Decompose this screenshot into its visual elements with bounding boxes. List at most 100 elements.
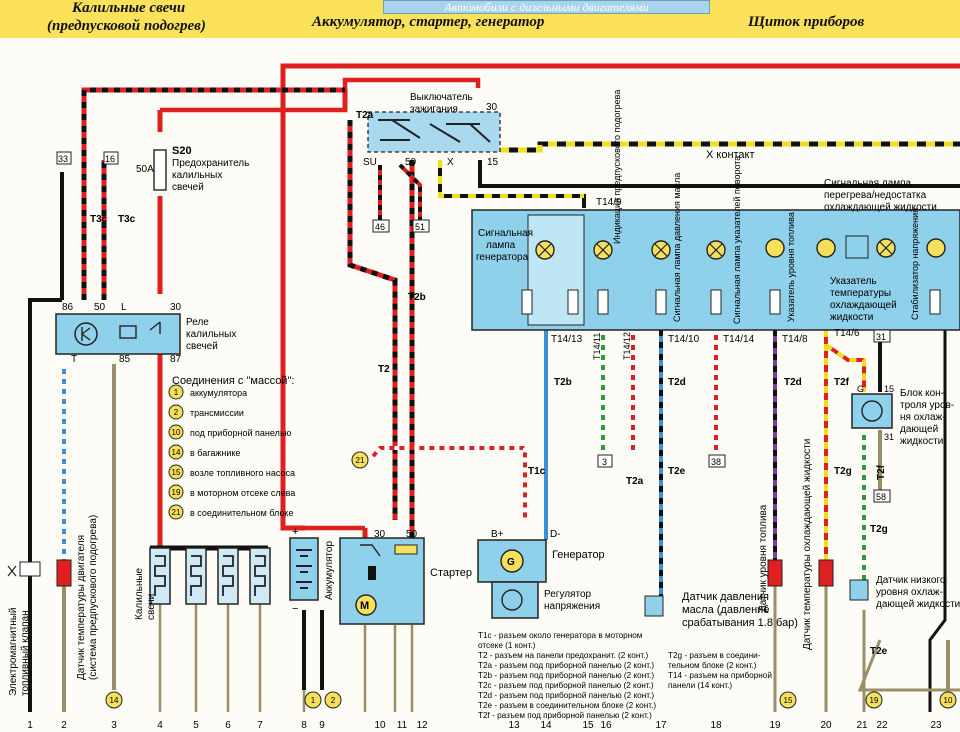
column-number: 5: [193, 720, 199, 731]
svg-text:T14/9: T14/9: [596, 197, 622, 208]
svg-text:в моторном отсеке слева: в моторном отсеке слева: [190, 488, 295, 498]
svg-text:86: 86: [62, 302, 74, 313]
svg-text:T14/13: T14/13: [551, 334, 583, 345]
svg-text:58: 58: [876, 492, 886, 502]
svg-text:B+: B+: [491, 529, 504, 540]
svg-text:50: 50: [406, 529, 418, 540]
column-number: 1: [27, 720, 33, 731]
connector-legend-line: T2a - разъем под приборной панелью (2 ко…: [478, 661, 654, 670]
x-contact-label: X контакт: [706, 149, 755, 161]
overheat-lamp: [876, 238, 896, 258]
connector-legend-line: T2 - разъем на панели предохранит. (2 ко…: [478, 651, 648, 660]
starter-label: Стартер: [430, 567, 472, 579]
svg-text:Аккумулятор: Аккумулятор: [324, 541, 335, 600]
svg-text:T2b: T2b: [554, 377, 572, 388]
svg-text:Сигнальная лампа указателей по: Сигнальная лампа указателей поворота: [732, 156, 742, 324]
preheat-section-subtitle: (предпусковой подогрев): [47, 18, 206, 34]
svg-text:46: 46: [375, 222, 385, 232]
connector-t3c-b: T3c: [118, 214, 136, 225]
svg-text:Индикация предпускового подогр: Индикация предпускового подогрева: [612, 90, 622, 244]
column-number: 13: [508, 720, 520, 731]
svg-text:2: 2: [331, 696, 336, 705]
oil-pressure-sensor: [644, 595, 664, 617]
glow-plugs-section-title: Калильные свечи: [72, 0, 186, 16]
svg-text:G: G: [507, 557, 515, 568]
column-number: 4: [157, 720, 163, 731]
svg-text:T14/12: T14/12: [622, 332, 632, 360]
svg-text:14: 14: [110, 696, 119, 705]
svg-text:T: T: [71, 354, 77, 365]
column-number: 7: [257, 720, 263, 731]
ground-point: 14: [105, 691, 123, 709]
svg-text:D-: D-: [550, 529, 561, 540]
temp-gauge: [816, 238, 836, 258]
svg-text:T2a: T2a: [626, 476, 644, 487]
svg-text:X: X: [447, 157, 454, 168]
battery-body: [289, 537, 319, 601]
ground-point: 15: [779, 691, 797, 709]
svg-text:T2e: T2e: [870, 646, 888, 657]
glow-plug-3: [217, 547, 239, 605]
svg-text:под приборной панелью: под приборной панелью: [190, 428, 292, 438]
connector-legend-line: панели (14 конт.): [668, 681, 732, 690]
svg-text:10: 10: [172, 428, 181, 437]
column-number: 18: [710, 720, 722, 731]
svg-text:30: 30: [170, 302, 182, 313]
ground-legend-item: 10 под приборной панелью: [168, 424, 292, 440]
svg-text:T2g: T2g: [870, 524, 888, 535]
fuse-s20: [153, 149, 167, 191]
header-bar: Калильные свечи (предпусковой подогрев) …: [0, 0, 960, 38]
generator-lamp: [535, 240, 555, 260]
oil-lamp: [651, 240, 671, 260]
column-number: 10: [374, 720, 386, 731]
svg-text:−: −: [292, 603, 298, 615]
column-number: 12: [416, 720, 428, 731]
svg-text:33: 33: [58, 154, 68, 164]
svg-text:Сигнальная лампа давления масл: Сигнальная лампа давления масла: [672, 173, 682, 322]
svg-text:возле топливного насоса: возле топливного насоса: [190, 468, 295, 478]
svg-text:Указатель уровня топлива: Указатель уровня топлива: [786, 212, 796, 322]
svg-text:Стабилизатор напряжения: Стабилизатор напряжения: [910, 208, 920, 320]
svg-text:аккумулятора: аккумулятора: [190, 388, 247, 398]
column-number: 22: [876, 720, 888, 731]
column-number: 20: [820, 720, 832, 731]
turn-lamp: [706, 240, 726, 260]
column-number: 14: [540, 720, 552, 731]
svg-text:1: 1: [311, 696, 316, 705]
ground-point: 1: [304, 691, 322, 709]
svg-text:T2d: T2d: [784, 377, 802, 388]
connector-legend-line: T1c - разъем около генератора в моторном: [478, 631, 643, 640]
svg-text:T1c: T1c: [528, 466, 546, 477]
svg-text:21: 21: [172, 508, 181, 517]
column-number: 15: [582, 720, 594, 731]
ground-point: 21: [351, 451, 369, 469]
vehicle-banner: Автомобили с дизельными двигателями: [383, 0, 710, 14]
connector-legend: T1c - разъем около генератора в моторном…: [478, 631, 656, 720]
svg-text:15: 15: [172, 468, 181, 477]
svg-text:в багажнике: в багажнике: [190, 448, 240, 458]
column-number: 3: [111, 720, 117, 731]
svg-text:2: 2: [174, 408, 179, 417]
connector-legend-line: T2f - разъем под приборной панелью (2 ко…: [478, 711, 652, 720]
connector-legend-line: T2e - разъем в соединительном блоке (2 к…: [478, 701, 656, 710]
svg-text:Блок кон-троля уров-ня охлаж-д: Блок кон-троля уров-ня охлаж-дающейжидко…: [900, 388, 954, 447]
svg-text:M: M: [360, 600, 369, 612]
ground-legend-item: 15 возле топливного насоса: [168, 464, 295, 480]
ground-point: 2: [324, 691, 342, 709]
svg-text:30: 30: [486, 102, 498, 113]
column-number: 2: [61, 720, 67, 731]
svg-text:51: 51: [415, 222, 425, 232]
svg-text:T2f: T2f: [834, 377, 850, 388]
svg-text:21: 21: [356, 456, 365, 465]
column-number: 8: [301, 720, 307, 731]
connector-legend-line: отсеке (1 конт.): [478, 641, 536, 650]
fuel-level-sensor: [767, 559, 783, 587]
